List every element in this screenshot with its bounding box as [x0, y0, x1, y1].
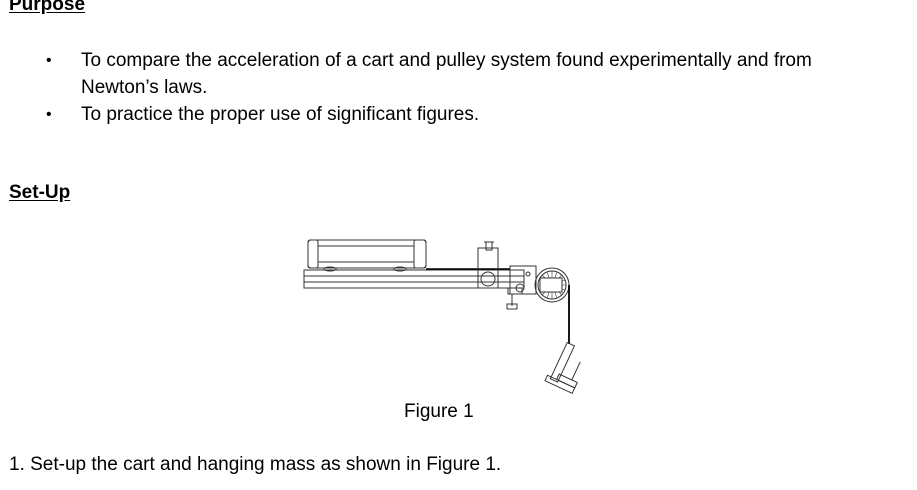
purpose-list: • To compare the acceleration of a cart … — [0, 47, 917, 128]
purpose-heading: Purpose — [9, 0, 86, 15]
setup-step-1: 1. Set-up the cart and hanging mass as s… — [9, 454, 502, 475]
bullet-icon: • — [46, 106, 52, 123]
list-item: • To compare the acceleration of a cart … — [0, 47, 917, 101]
list-item: • To practice the proper use of signific… — [0, 101, 917, 128]
bullet-icon: • — [46, 52, 52, 69]
purpose-item-text: To compare the acceleration of a cart an… — [81, 50, 812, 98]
cart-pulley-diagram-icon — [300, 236, 590, 396]
purpose-item-text: To practice the proper use of significan… — [81, 104, 480, 125]
setup-heading: Set-Up — [9, 182, 71, 203]
figure-caption: Figure 1 — [404, 401, 474, 422]
